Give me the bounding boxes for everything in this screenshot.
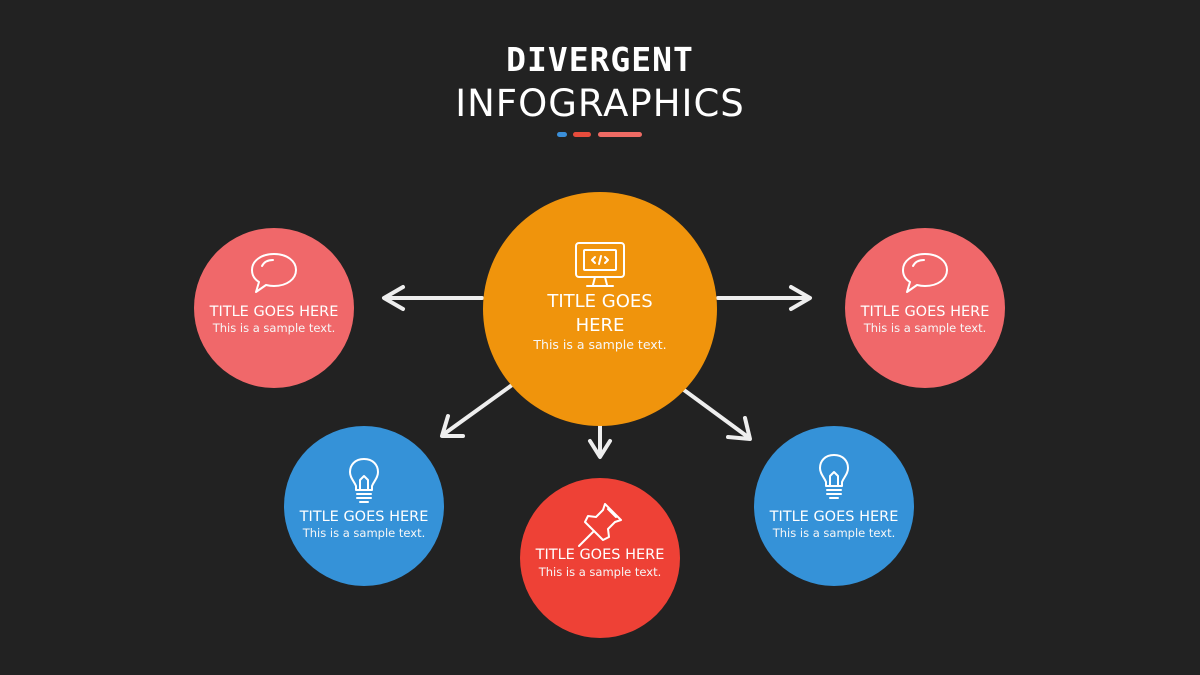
right-node-title: TITLE GOES HERE (860, 304, 990, 320)
underline-dash-red (573, 132, 591, 137)
right-node-text: This is a sample text. (863, 321, 987, 335)
bottom-right-node: TITLE GOES HERE This is a sample text. (754, 426, 914, 586)
lightbulb-icon (817, 452, 851, 506)
bottom-right-node-title: TITLE GOES HERE (769, 509, 899, 525)
underline-dash-blue (557, 132, 567, 137)
right-node: TITLE GOES HERE This is a sample text. (845, 228, 1005, 388)
arrow-to-left (382, 285, 484, 311)
center-title-line1: TITLE GOES (547, 291, 653, 312)
lightbulb-icon (347, 456, 381, 510)
bottom-left-node: TITLE GOES HERE This is a sample text. (284, 426, 444, 586)
bottom-right-node-text: This is a sample text. (772, 526, 896, 540)
speech-bubble-icon (899, 250, 951, 300)
bottom-left-node-title: TITLE GOES HERE (299, 509, 429, 525)
center-node: TITLE GOES HERE This is a sample text. (483, 192, 717, 426)
bottom-node-text: This is a sample text. (538, 565, 662, 579)
bottom-node: TITLE GOES HERE This is a sample text. (520, 478, 680, 638)
bottom-node-title: TITLE GOES HERE (535, 547, 665, 563)
left-node-text: This is a sample text. (212, 321, 336, 335)
computer-code-icon (573, 240, 627, 294)
diagram-subtitle: INFOGRAPHICS (455, 82, 745, 125)
speech-bubble-icon (248, 250, 300, 300)
arrow-to-bottom-left (440, 383, 514, 438)
center-title-line2: HERE (575, 315, 625, 336)
arrow-to-bottom (588, 423, 612, 459)
left-node: TITLE GOES HERE This is a sample text. (194, 228, 354, 388)
left-node-title: TITLE GOES HERE (209, 304, 339, 320)
diagram-title: DIVERGENT (506, 40, 694, 79)
underline-dash-coral (598, 132, 642, 137)
arrow-to-bottom-right (682, 388, 752, 441)
arrow-to-right (716, 285, 812, 311)
bottom-left-node-text: This is a sample text. (302, 526, 426, 540)
center-text: This is a sample text. (533, 337, 667, 352)
push-pin-icon (575, 500, 625, 554)
